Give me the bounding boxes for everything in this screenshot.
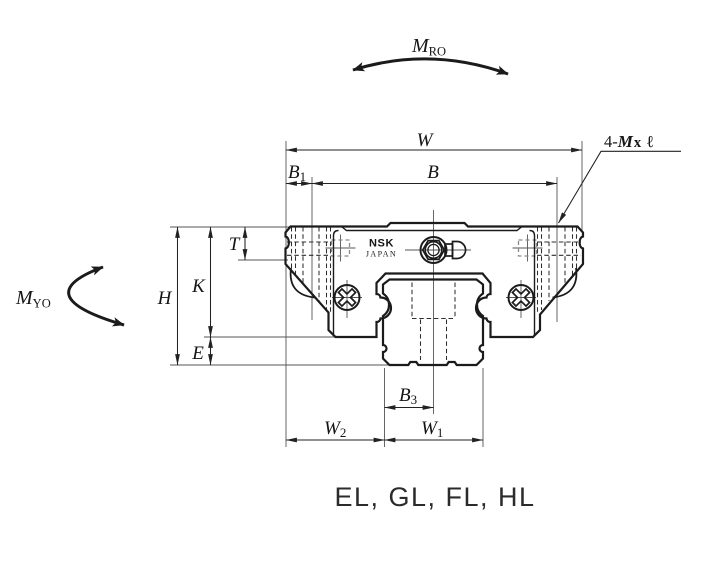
brand-logo-text: NSK <box>369 238 394 250</box>
thread-note-leader-line <box>558 150 681 224</box>
end-cap-left-edge <box>332 229 339 336</box>
dim-label-H: H <box>157 288 173 309</box>
yawing-moment-arrow-icon <box>67 265 125 327</box>
dimension-lines <box>175 147 583 443</box>
dim-label-W1: W1 <box>421 418 443 440</box>
rolling-moment-arrow-icon <box>352 57 509 76</box>
hidden-side-ports <box>330 239 538 257</box>
hidden-mounting-holes <box>287 227 581 360</box>
dim-label-B3: B3 <box>399 385 417 407</box>
brand-logo-subtext: JAPAN <box>366 250 397 259</box>
series-caption: EL, GL, FL, HL <box>334 482 535 512</box>
dim-label-B: B <box>427 162 439 183</box>
ear-ball-pocket-right <box>552 267 578 299</box>
dim-label-E: E <box>191 343 204 364</box>
end-cap-right-edge <box>529 229 536 336</box>
dim-label-B1: B1 <box>288 162 306 184</box>
end-cap-seam <box>341 225 523 232</box>
dim-label-K: K <box>191 276 206 297</box>
carriage-outline <box>284 221 585 339</box>
dim-label-W: W <box>417 130 435 151</box>
moment-label-MYO: MYO <box>15 287 51 311</box>
ear-ball-pocket-left <box>289 267 315 299</box>
rail <box>381 278 485 367</box>
dim-label-T: T <box>229 234 241 255</box>
phillips-screw-left-icon <box>333 284 361 311</box>
phillips-screw-right-icon <box>507 284 535 311</box>
grease-nipple-icon <box>419 236 467 264</box>
carriage-block <box>284 221 585 339</box>
rail-outline <box>381 278 485 367</box>
dim-label-W2: W2 <box>324 418 346 440</box>
moment-label-MRO: MRO <box>411 35 446 59</box>
